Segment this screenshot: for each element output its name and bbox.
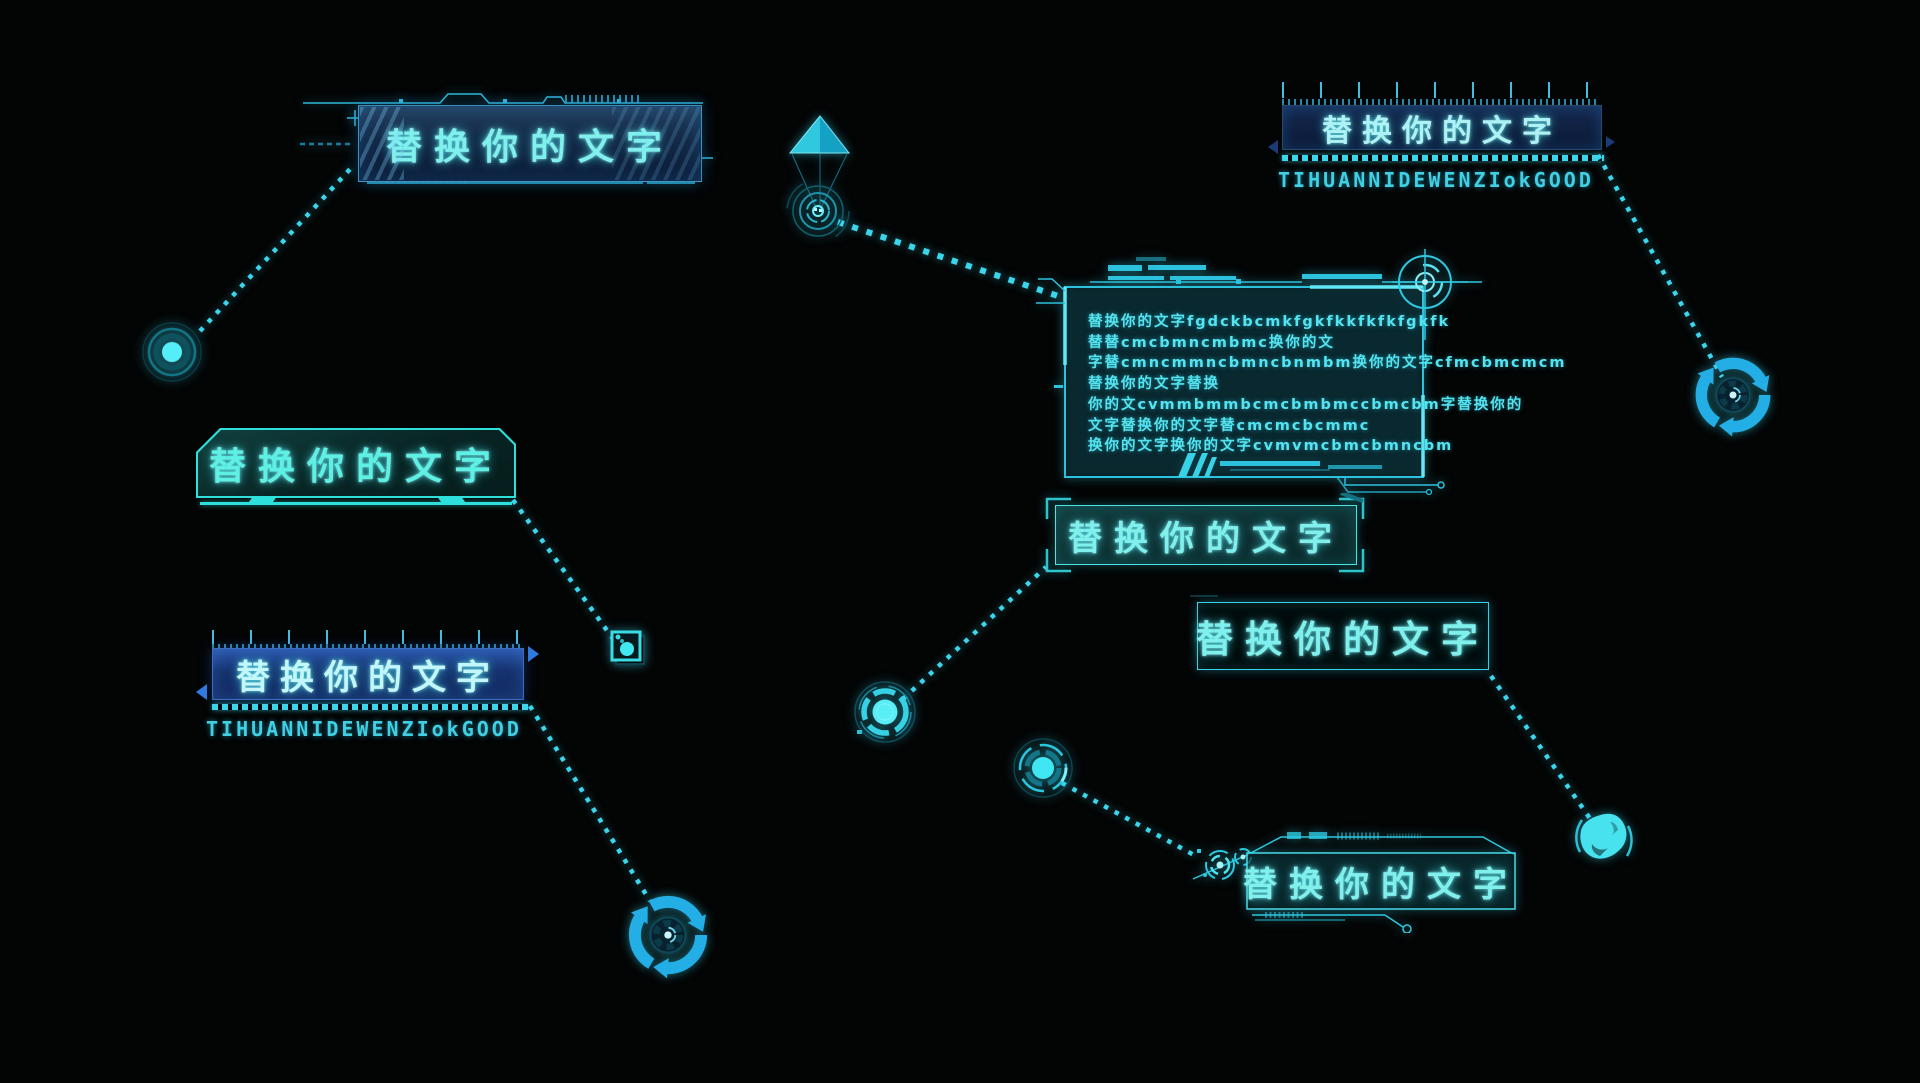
corner-brackets-icon (1045, 493, 1365, 573)
title-plate: 替换你的文字 (1055, 505, 1357, 565)
callout-title: 替换你的文字 (1243, 864, 1519, 905)
title-plate: 替换你的文字 (1282, 105, 1602, 150)
arrow-left-icon (196, 684, 207, 700)
radar-dot-icon (142, 322, 202, 382)
info-text-block: 替换你的文字fgdckbcmkfgkfkkfkfkfgkfk 替替cmcbmnc… (1088, 312, 1567, 457)
info-line: 文字替换你的文字替cmcmcbcmmc (1088, 417, 1371, 434)
crosshair-icon (1392, 249, 1482, 340)
info-line: 替换你的文字替换 (1088, 376, 1220, 393)
callout-title: 替换你的文字 (236, 657, 500, 698)
caption-text: TIHUANNIDEWENZIokGOOD (1278, 168, 1594, 192)
target-icon (854, 681, 916, 743)
underline-notch (248, 498, 276, 503)
tick-marks (212, 630, 522, 644)
dotted-underline (212, 704, 528, 710)
callout-title: 替换你的文字 (1196, 618, 1490, 661)
callout-top-right: 替换你的文字 TIHUANNIDEWENZIokGOOD (1268, 78, 1615, 203)
callout-mid-left: 替换你的文字 (192, 420, 524, 512)
info-line: 替换你的文字fgdckbcmkfgkfkkfkfkfgkfk (1088, 314, 1451, 330)
callout-title: 替换你的文字 (385, 126, 674, 168)
title-plate: 替换你的文字 (196, 428, 516, 498)
title-plate: 替换你的文字 (1243, 853, 1515, 909)
sync-spinner-icon (1689, 351, 1777, 439)
callout-top-left: 替换你的文字 (295, 80, 715, 195)
arrow-right-icon (528, 646, 539, 662)
callout-center: 替换你的文字 (1045, 493, 1370, 577)
stripe-decor (612, 107, 700, 180)
caption-text: TIHUANNIDEWENZIokGOOD (206, 717, 522, 741)
info-line: 替替cmcbmncmbmc换你的文 (1088, 334, 1335, 351)
kite-pin-icon (786, 115, 851, 238)
tick-marks (1282, 99, 1600, 105)
tick-marks (212, 644, 522, 650)
callout-title: 替换你的文字 (1322, 113, 1562, 149)
square-marker-icon (610, 630, 645, 665)
title-plate: 替换你的文字 (212, 648, 524, 700)
callout-lower-left: 替换你的文字 TIHUANNIDEWENZIokGOOD (196, 628, 543, 753)
callout-title: 替换你的文字 (1068, 518, 1344, 559)
circuit-frame-icon (300, 93, 713, 184)
callout-title: 替换你的文字 (209, 445, 503, 488)
tick-marks (1282, 82, 1600, 98)
info-panel: 替换你的文字fgdckbcmkfgkfkkfkfkfgkfk 替替cmcbmnc… (1030, 245, 1567, 545)
underline-bar (200, 502, 512, 505)
callout-right: 替换你的文字 (1188, 594, 1500, 680)
radar-icon (1013, 738, 1073, 798)
callout-bottom: 替换你的文字 (1185, 815, 1533, 933)
circuit-frame-icon (1192, 832, 1516, 933)
arrow-left-icon (1268, 140, 1278, 154)
blob-globe-icon (1575, 813, 1633, 859)
info-line: 字替cmncmmncbmncbnmbm换你的文字cfmcbmcmcm (1088, 355, 1567, 372)
arrow-right-icon (1606, 136, 1615, 148)
sync-spinner-icon (622, 889, 714, 981)
dotted-underline (1282, 155, 1604, 161)
underline-notch (438, 498, 466, 503)
stripe-decor (360, 107, 404, 180)
title-plate-fill: 替换你的文字 (198, 430, 514, 496)
title-plate: 替换你的文字 (358, 105, 702, 182)
circuit-frame-icon (1036, 249, 1482, 496)
info-line: 你的文cvmmbmmbcmcbmbmccbmcbm字替换你的 (1088, 396, 1524, 413)
title-plate: 替换你的文字 (1196, 602, 1490, 670)
info-line: 换你的文字换你的文字cvmvmcbmcbmncbm (1088, 438, 1454, 455)
hatch-marks (565, 95, 641, 103)
